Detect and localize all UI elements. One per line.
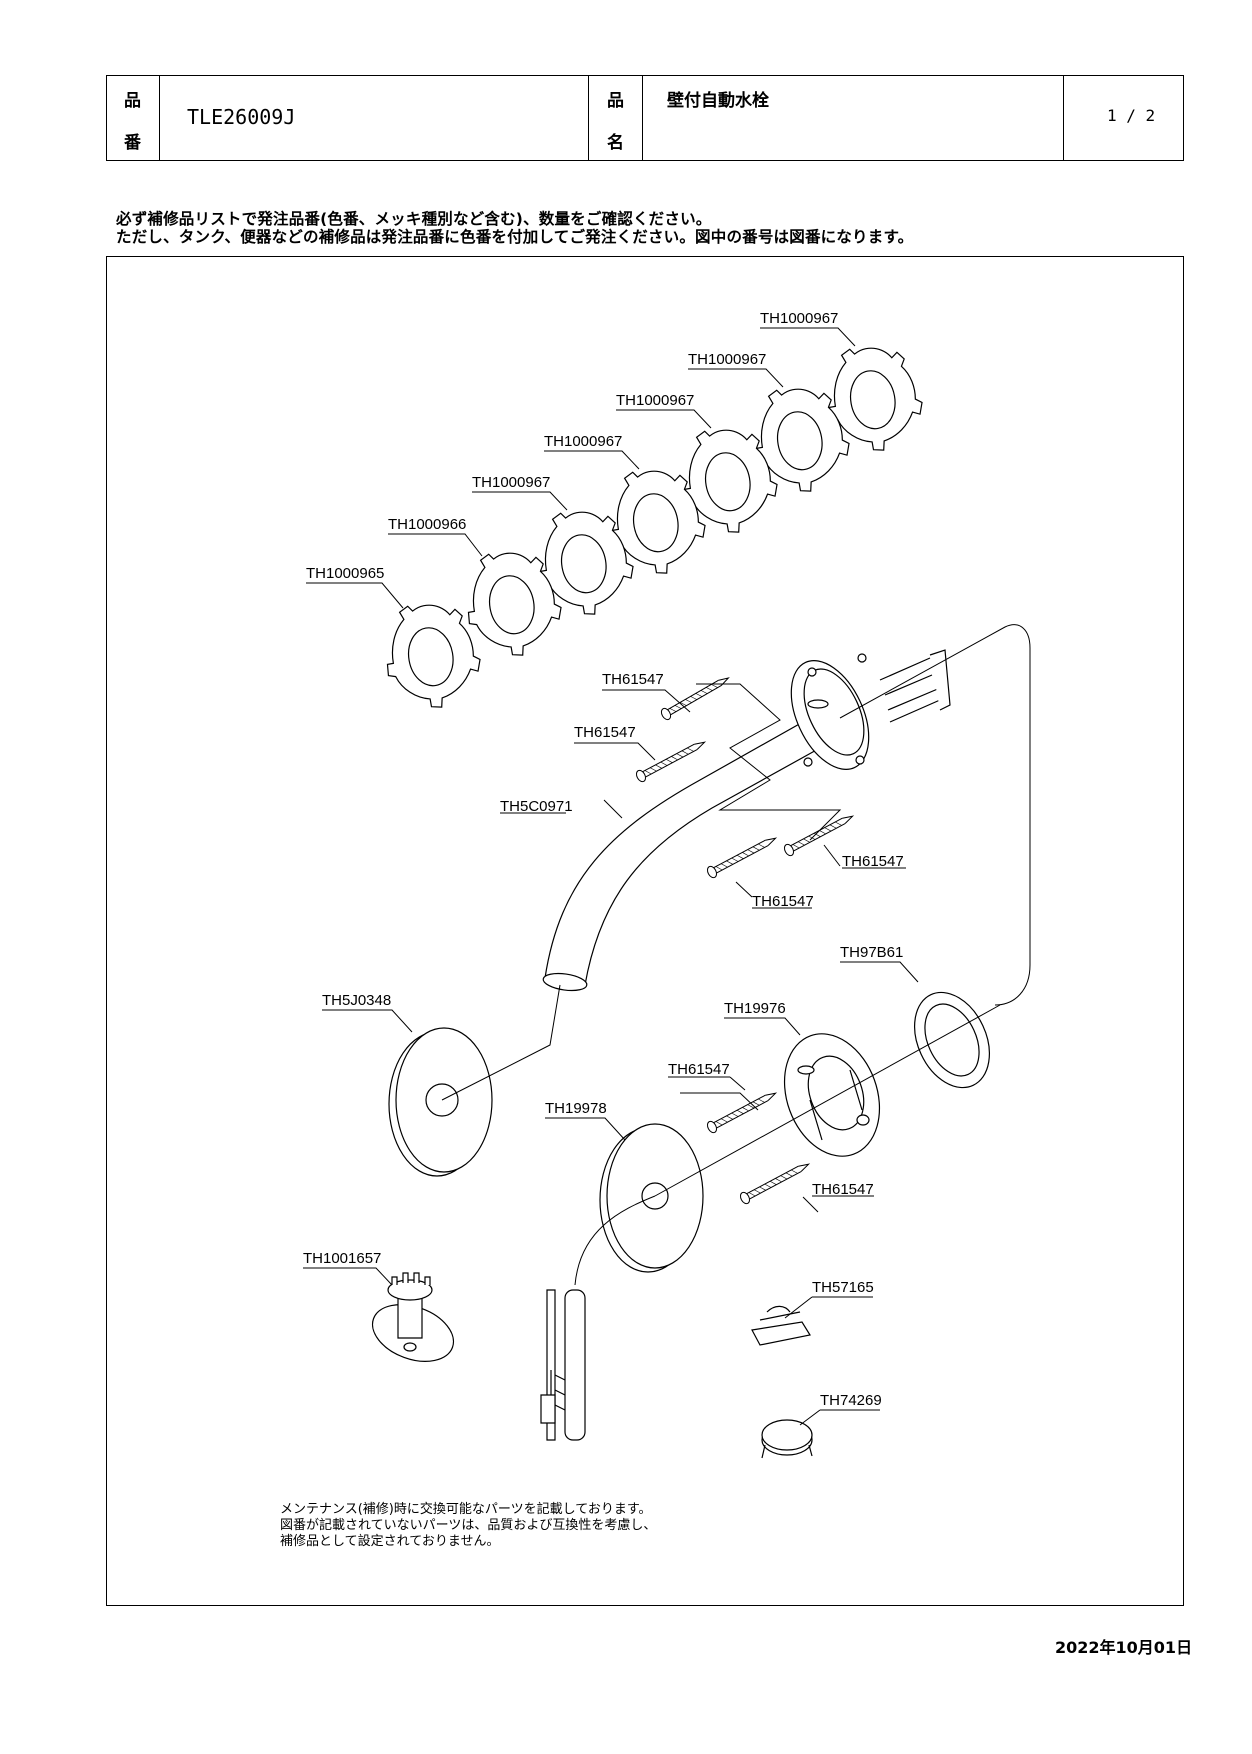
page-number: 1 / 2 [1107, 106, 1156, 125]
note-line: 図番が記載されていないパーツは、品質および互換性を考慮し、 [280, 1518, 657, 1533]
part-label: TH1000967 [688, 351, 766, 368]
part-label: TH1000966 [388, 516, 466, 533]
part-label: TH1000965 [306, 565, 384, 582]
part-label: TH74269 [820, 1392, 882, 1409]
part-label: TH5J0348 [322, 992, 391, 1009]
screw [634, 736, 708, 784]
part-label: TH97B61 [840, 944, 903, 961]
part-label: TH61547 [842, 853, 904, 870]
handle-key [365, 1273, 462, 1372]
divider [588, 76, 589, 160]
divider [642, 76, 643, 160]
header-table: 品 番 TLE26009J 品 名 壁付自動水栓 1 / 2 [106, 75, 1184, 161]
screw [705, 832, 779, 880]
diagram-frame [106, 256, 1184, 1606]
wall-plate [776, 648, 950, 781]
part-label: TH61547 [602, 671, 664, 688]
part-label: TH61547 [668, 1061, 730, 1078]
part-label: TH1001657 [303, 1250, 381, 1267]
part-label: TH57165 [812, 1279, 874, 1296]
maintenance-note: メンテナンス(補修)時に交換可能なパーツを記載しております。 図番が記載されてい… [280, 1502, 656, 1550]
product-number-label: 番 [124, 133, 141, 153]
part-label: TH61547 [812, 1181, 874, 1198]
flange-cover [389, 1028, 492, 1176]
issue-date: 2022年10月01日 [1055, 1638, 1193, 1657]
sensor-cable [541, 1290, 585, 1440]
part-label: TH1000967 [616, 392, 694, 409]
part-label: TH61547 [752, 893, 814, 910]
note-line: 補修品として設定されておりません。 [280, 1534, 500, 1549]
part-label: TH61547 [574, 724, 636, 741]
product-number: TLE26009J [187, 105, 296, 129]
product-number-label: 品 [124, 91, 141, 111]
flange-cover [600, 1124, 703, 1272]
mounting-bracket [768, 1020, 896, 1169]
product-name-label: 品 [607, 91, 624, 111]
part-label: TH19978 [545, 1100, 607, 1117]
band-clamp [762, 1420, 812, 1458]
part-label: TH19976 [724, 1000, 786, 1017]
notice-line-2: ただし、タンク、便器などの補修品は発注品番に色番を付加してご発注ください。図中の… [116, 228, 914, 246]
product-name-label: 名 [607, 133, 624, 153]
part-label: TH1000967 [472, 474, 550, 491]
notice-line-1: 必ず補修品リストで発注品番(色番、メッキ種別など含む)、数量をご確認ください。 [116, 210, 712, 228]
o-ring [900, 980, 1004, 1099]
clip [752, 1306, 810, 1345]
product-name: 壁付自動水栓 [667, 91, 769, 111]
part-label: TH1000967 [760, 310, 838, 327]
part-label: TH1000967 [544, 433, 622, 450]
screw [782, 810, 856, 858]
part-label: TH5C0971 [500, 798, 573, 815]
screw [738, 1158, 812, 1206]
screw [659, 672, 732, 722]
divider [1063, 76, 1064, 160]
note-line: メンテナンス(補修)時に交換可能なパーツを記載しております。 [280, 1502, 652, 1517]
divider [159, 76, 160, 160]
